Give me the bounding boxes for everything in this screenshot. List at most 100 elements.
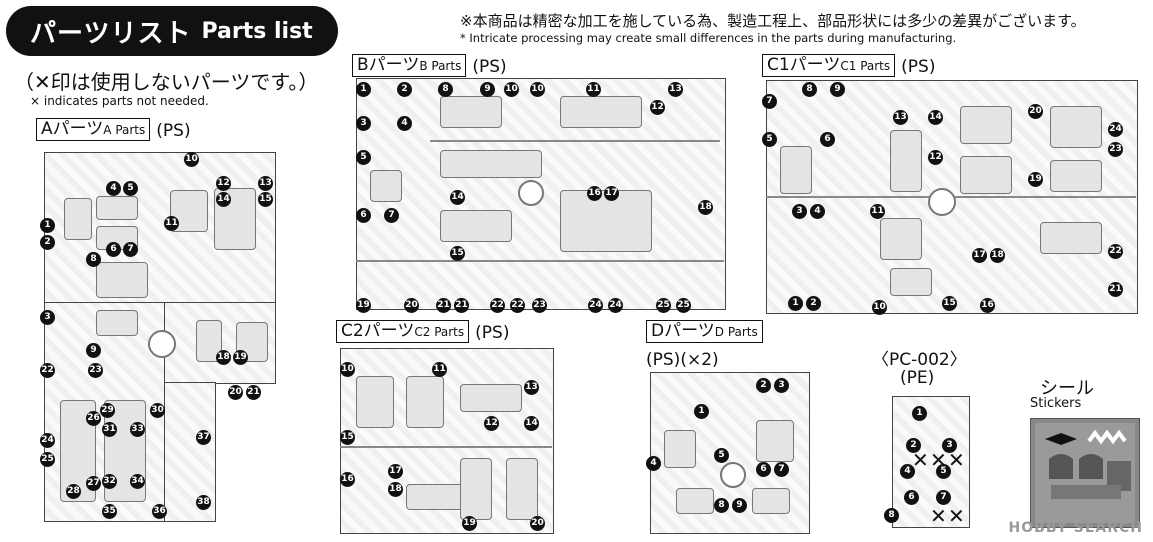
x-mark-icon: ✕ [948, 504, 965, 528]
part-number: 23 [1108, 142, 1123, 157]
part-number: 11 [586, 82, 601, 97]
sticker-sheet-image [1035, 423, 1135, 523]
part-number: 7 [123, 242, 138, 257]
parts-list-title: パーツリスト Parts list [6, 6, 338, 56]
part-number: 1 [356, 82, 371, 97]
part-number: 3 [774, 378, 789, 393]
part-number: 10 [872, 300, 887, 315]
part-number: 20 [228, 385, 243, 400]
part-number: 6 [356, 208, 371, 223]
part-number: 34 [130, 474, 145, 489]
part-number: 33 [130, 422, 145, 437]
part-number: 5 [123, 181, 138, 196]
part-number: 19 [356, 298, 371, 313]
c1-part [960, 156, 1012, 194]
part-number: 8 [714, 498, 729, 513]
part-number: 13 [524, 380, 539, 395]
b-runner-bar [430, 140, 720, 142]
d-parts-material: (PS)(×2) [646, 350, 719, 370]
part-number: 25 [676, 298, 691, 313]
part-number: 14 [450, 190, 465, 205]
c2-part [460, 458, 492, 520]
part-number: 6 [904, 490, 919, 505]
part-number: 3 [942, 438, 957, 453]
part-number: 22 [510, 298, 525, 313]
title-en: Parts list [201, 18, 313, 44]
part-number: 14 [524, 416, 539, 431]
part-number: 21 [1108, 282, 1123, 297]
c1-part [1050, 106, 1102, 148]
part-number: 4 [646, 456, 661, 471]
part-number: 12 [216, 176, 231, 191]
c2-part [356, 376, 394, 428]
part-number: 20 [1028, 104, 1043, 119]
part-number: 20 [530, 516, 545, 531]
b-part [560, 190, 652, 252]
b-part [560, 96, 642, 128]
part-number: 9 [86, 343, 101, 358]
a-part [96, 262, 148, 298]
c1-runner-hub [928, 188, 956, 216]
part-number: 21 [454, 298, 469, 313]
part-number: 36 [152, 504, 167, 519]
part-number: 29 [100, 403, 115, 418]
d-part [752, 488, 790, 514]
part-number: 6 [106, 242, 121, 257]
a-part [96, 196, 138, 220]
b-runner-bar [356, 260, 724, 262]
part-number: 11 [164, 216, 179, 231]
part-number: 17 [972, 248, 987, 263]
c1-part [1040, 222, 1102, 254]
part-number: 26 [86, 411, 101, 426]
a-runner-hub [148, 330, 176, 358]
b-part [370, 170, 402, 202]
part-number: 8 [884, 508, 899, 523]
part-number: 3 [792, 204, 807, 219]
part-number: 15 [450, 246, 465, 261]
part-number: 8 [86, 252, 101, 267]
part-number: 8 [438, 82, 453, 97]
stickers-label-jp: シール [1040, 378, 1094, 399]
part-number: 1 [912, 406, 927, 421]
manufacturing-note-jp: ※本商品は精密な加工を施している為、製造工程上、部品形状には多少の差異がございま… [460, 12, 1086, 30]
part-number: 1 [40, 218, 55, 233]
part-number: 28 [66, 484, 81, 499]
part-number: 12 [484, 416, 499, 431]
c1-parts-label: C1パーツC1 Parts (PS) [762, 54, 935, 77]
pc-runner [892, 396, 970, 528]
sticker-sheet [1030, 418, 1140, 528]
part-number: 16 [340, 472, 355, 487]
part-number: 13 [668, 82, 683, 97]
part-number: 19 [1028, 172, 1043, 187]
hobby-search-watermark: HOBBY SEARCH [1008, 520, 1143, 536]
part-number: 22 [1108, 244, 1123, 259]
part-number: 6 [820, 132, 835, 147]
part-number: 7 [384, 208, 399, 223]
part-number: 24 [1108, 122, 1123, 137]
part-number: 24 [40, 433, 55, 448]
part-number: 18 [990, 248, 1005, 263]
part-number: 5 [356, 150, 371, 165]
a-part [64, 198, 92, 240]
part-number: 19 [233, 350, 248, 365]
c2-runner-bar [340, 446, 552, 448]
part-number: 5 [762, 132, 777, 147]
c2-part [406, 484, 468, 510]
part-number: 12 [650, 100, 665, 115]
part-number: 7 [936, 490, 951, 505]
part-number: 38 [196, 495, 211, 510]
part-number: 24 [608, 298, 623, 313]
part-number: 4 [106, 181, 121, 196]
part-number: 31 [102, 422, 117, 437]
b-part [440, 150, 542, 178]
part-number: 30 [150, 403, 165, 418]
part-number: 2 [906, 438, 921, 453]
part-number: 17 [388, 464, 403, 479]
c1-part [880, 218, 922, 260]
a-parts-label: AパーツA Parts (PS) [36, 118, 191, 141]
part-number: 14 [928, 110, 943, 125]
b-parts-label: BパーツB Parts (PS) [352, 54, 507, 77]
b-runner-hub [518, 180, 544, 206]
part-number: 22 [40, 363, 55, 378]
part-number: 25 [40, 452, 55, 467]
